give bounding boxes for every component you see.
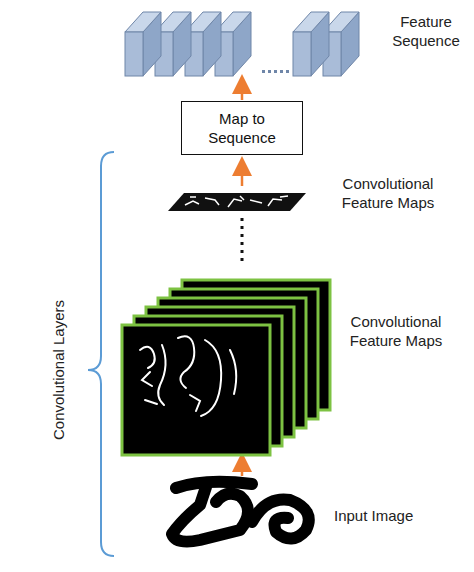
feature-bars xyxy=(125,12,359,76)
sequence-bar xyxy=(293,12,329,76)
feature-map-small xyxy=(168,193,306,211)
maps-label: Convolutional Feature Maps xyxy=(340,312,452,350)
bar-front xyxy=(125,32,143,76)
feature-map xyxy=(122,325,270,455)
sequence-label: Feature Sequence xyxy=(380,12,472,50)
process-box: Map to Sequence xyxy=(181,101,303,155)
ellipsis-dots xyxy=(241,218,244,262)
maps-label: Convolutional Feature Maps xyxy=(332,174,444,212)
layers-bracket xyxy=(88,152,114,556)
feature-map-stack xyxy=(122,280,330,455)
layers-label: Convolutional Layers xyxy=(49,300,68,440)
bar-top xyxy=(293,12,329,32)
input-glyph xyxy=(172,482,309,542)
sequence-bar xyxy=(125,12,161,76)
feature-strokes xyxy=(140,336,236,416)
bar-front xyxy=(293,32,311,76)
box-text: Map to Sequence xyxy=(188,109,296,147)
input-label: Input Image xyxy=(334,506,413,525)
bar-top xyxy=(125,12,161,32)
